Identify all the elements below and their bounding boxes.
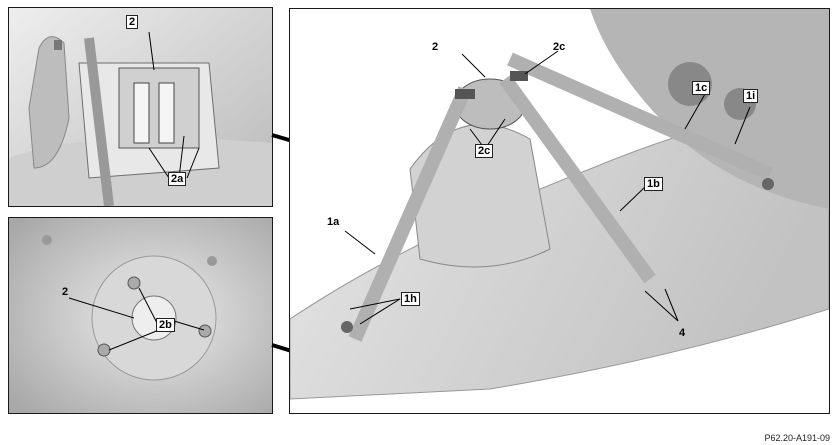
main-illustration	[290, 9, 829, 400]
inset-bottom-illustration	[9, 218, 272, 413]
callout-4: 4	[679, 327, 686, 339]
callout-2-main: 2	[432, 41, 439, 53]
main-assembly-view: 2 2c 2c 1a 1b 1c 1i 1h 4	[289, 8, 830, 414]
callout-2-top: 2	[126, 15, 139, 29]
figure-code: P62.20-A191-09	[764, 433, 830, 443]
callout-2a: 2a	[168, 172, 187, 186]
callout-2b: 2b	[156, 318, 175, 332]
callout-2c-top: 2c	[553, 41, 566, 53]
callout-1h: 1h	[401, 292, 420, 306]
inset-top-illustration	[9, 8, 272, 206]
detail-inset-bottom: 2 2b	[8, 217, 273, 414]
callout-2c-mid: 2c	[475, 144, 494, 158]
callout-1b: 1b	[644, 177, 663, 191]
callout-1i: 1i	[743, 89, 759, 103]
callout-1a: 1a	[327, 216, 340, 228]
callout-1c: 1c	[692, 81, 711, 95]
detail-inset-top: 2 2a	[8, 7, 273, 207]
callout-2-bottom: 2	[62, 286, 69, 298]
